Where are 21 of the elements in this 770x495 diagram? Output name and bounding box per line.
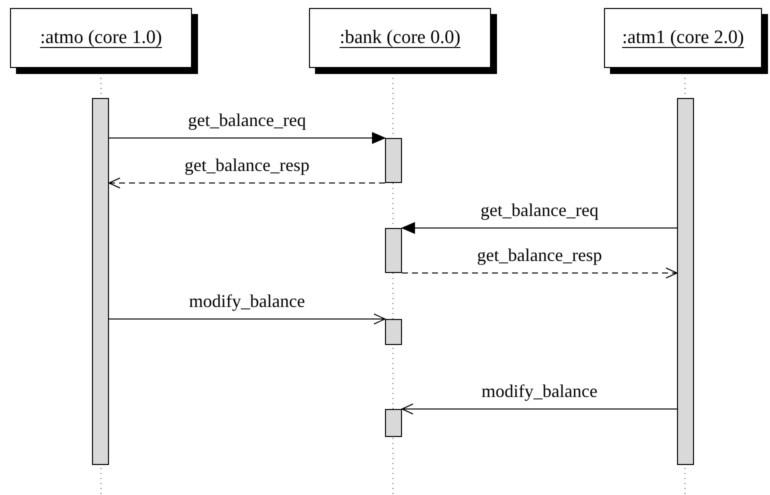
- activation-bar: [385, 228, 402, 273]
- edge-label: get_balance_req: [188, 111, 306, 129]
- edge-label: get_balance_req: [480, 201, 598, 219]
- object-name: :atm1 (core 2.0): [622, 26, 744, 50]
- activation-bar: [677, 98, 694, 465]
- message-arrow: [402, 404, 678, 414]
- edge-label: get_balance_resp: [184, 156, 310, 174]
- object-name: :atmo (core 1.0): [40, 26, 162, 50]
- edge-label: modify_balance: [482, 382, 598, 400]
- activation-bar: [385, 409, 402, 437]
- message-arrow: [401, 222, 678, 234]
- edge-label: modify_balance: [189, 292, 305, 310]
- activation-bar: [385, 138, 402, 183]
- activation-bar: [92, 98, 109, 465]
- message-arrow: [108, 314, 386, 324]
- message-arrow: [108, 178, 386, 188]
- message-arrow: [108, 132, 386, 144]
- object-name: :bank (core 0.0): [340, 26, 460, 50]
- message-arrow: [402, 268, 678, 278]
- activation-bar: [385, 319, 402, 345]
- edge-label: get_balance_resp: [477, 246, 602, 264]
